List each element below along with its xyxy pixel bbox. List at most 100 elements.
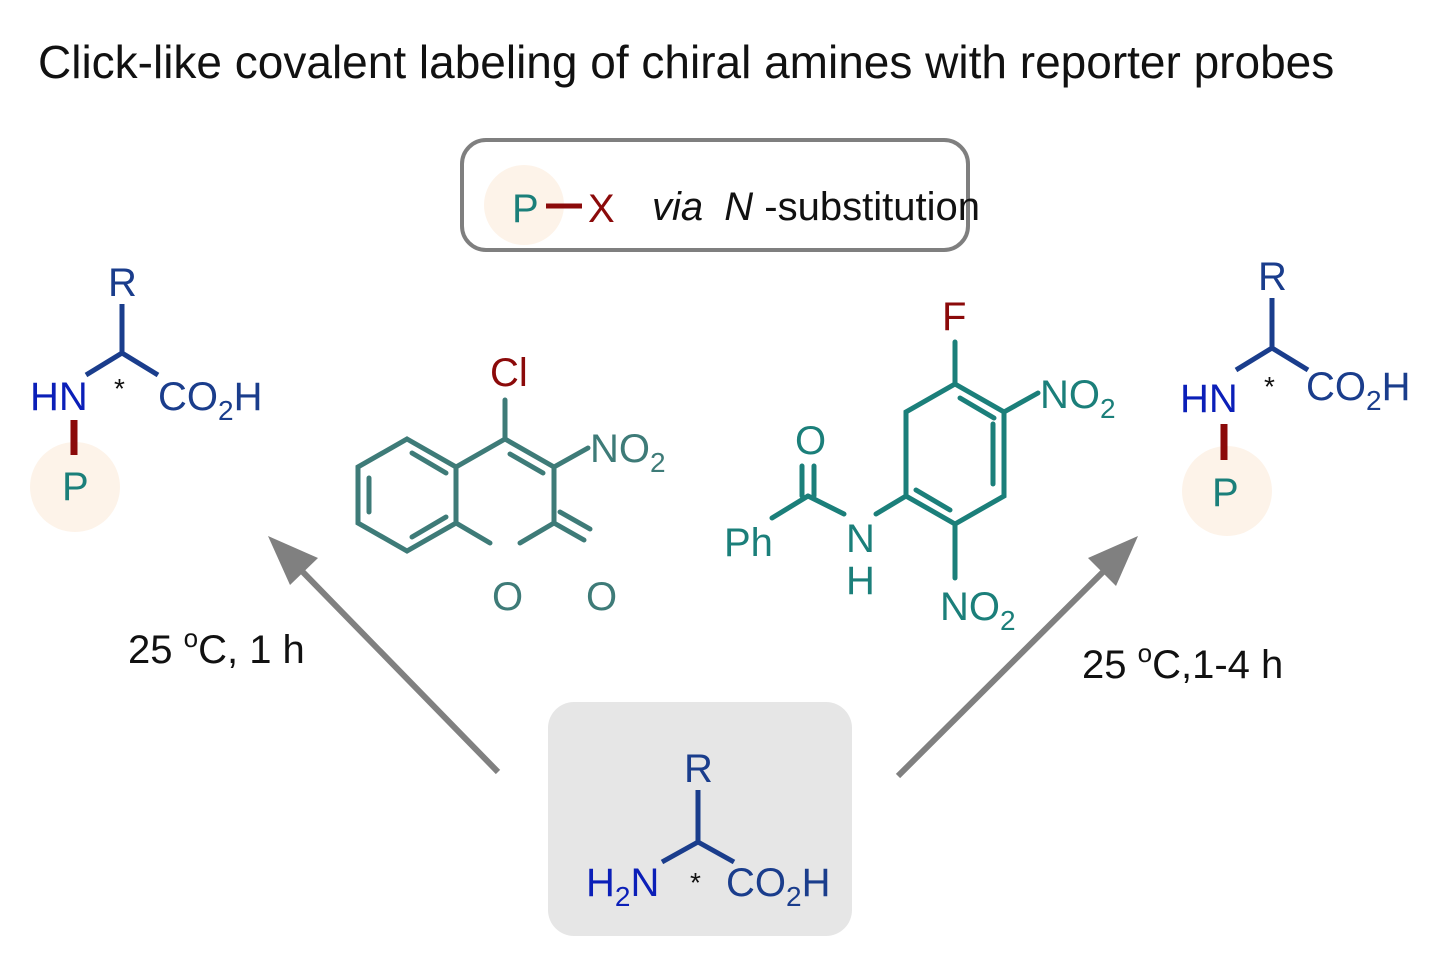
left-arrow-shaft [293, 562, 501, 775]
coumarin-bond-c2-o1 [517, 520, 557, 546]
coumarin-no: NO [590, 427, 650, 471]
start-acid-label: CO2H [726, 861, 830, 912]
left-acid-sub: 2 [218, 395, 234, 426]
left-conditions: 25 oC, 1 h [128, 623, 305, 672]
coumarin-double-bond-2 [409, 450, 449, 476]
fdnb-double-bond-1 [957, 395, 997, 421]
left-probe-highlight [30, 442, 120, 532]
right-bond-nh [1234, 345, 1274, 373]
coumarin-bond-c3-no2 [551, 445, 591, 470]
left-bond-nh [84, 350, 124, 378]
right-arrow-shaft [895, 562, 1113, 779]
fdnb-double-bond-3 [913, 487, 953, 513]
left-bond-co2h [120, 350, 160, 378]
start-acid-co: CO [726, 861, 786, 905]
coumarin-no2-label: NO2 [590, 427, 666, 478]
left-arrow-head [268, 536, 318, 585]
left-acid-label: CO2H [158, 375, 262, 426]
start-amine-h: H [586, 861, 615, 905]
leaving-group-label: X [588, 187, 615, 231]
right-acid-sub: 2 [1366, 385, 1382, 416]
right-conditions-degree: o [1138, 638, 1152, 668]
right-nh-label: HN [1180, 377, 1238, 421]
left-product: R HN * CO2H P [30, 261, 262, 532]
right-acid-co: CO [1306, 365, 1366, 409]
fdnb-h-label: H [846, 559, 875, 603]
coumarin-double-bond-3 [409, 514, 449, 540]
chloronitrocoumarin-structure [355, 397, 593, 554]
start-r-group: R [684, 747, 713, 791]
left-acid-h: H [234, 375, 263, 419]
fdnb-carbonyl-o-label: O [795, 419, 826, 463]
left-conditions-rest: C, 1 h [198, 628, 305, 672]
scheme-title: Click-like covalent labeling of chiral a… [38, 36, 1334, 88]
coumarin-bond-c4-c3 [502, 436, 557, 470]
right-probe-label: P [1212, 471, 1239, 515]
start-bond-nh2 [660, 839, 700, 865]
coumarin-carbonyl-bond-a [551, 520, 587, 543]
fdnb-bond-n-c [805, 493, 847, 517]
start-amine-n: N [630, 861, 659, 905]
probe-highlight-circle [484, 165, 564, 245]
coumarin-bond-c4a-c4 [453, 436, 508, 470]
start-acid-h: H [802, 861, 831, 905]
fdnb-f-label: F [942, 295, 966, 339]
coumarin-benzene-ring [355, 436, 459, 554]
probe-label: P [512, 187, 539, 231]
right-bond-co2h [1270, 345, 1310, 373]
right-stereo-star: * [1264, 371, 1275, 402]
right-conditions: 25 oC,1-4 h [1082, 638, 1283, 687]
coumarin-no-sub: 2 [650, 447, 666, 478]
left-conditions-degree: o [184, 623, 198, 653]
fdnb-bond-ring-n [873, 493, 909, 517]
coumarin-carbonyl-bond-b [557, 509, 593, 532]
coumarin-labels: Cl NO2 O O [490, 351, 666, 619]
reaction-arrows [268, 536, 1138, 779]
reagent-box-frame [460, 138, 970, 252]
fdnb-no2-top-label: NO2 [1040, 373, 1116, 424]
left-stereo-star: * [114, 373, 125, 404]
fdnb-no-bottom: NO [940, 585, 1000, 629]
fdnb-benzene-ring [903, 381, 1007, 527]
fdnb-bond-no2-top [1001, 390, 1041, 415]
right-conditions-temp: 25 [1082, 643, 1138, 687]
coumarin-bond-c8a-o1 [453, 520, 493, 546]
right-product: R HN * CO2H P [1180, 255, 1410, 536]
fdnb-n-label: N [846, 517, 875, 561]
left-acid-co: CO [158, 375, 218, 419]
left-conditions-temp: 25 [128, 628, 184, 672]
right-acid-h: H [1382, 365, 1411, 409]
substitution-word: -substitution [764, 185, 980, 229]
n-letter: N [724, 185, 753, 229]
left-probe-label: P [62, 465, 89, 509]
starting-amino-acid: R H2N * CO2H [548, 702, 852, 936]
left-nh-label: HN [30, 375, 88, 419]
left-r-group: R [108, 261, 137, 305]
start-amine-label: H2N [586, 861, 659, 912]
start-bond-co2h [696, 839, 736, 865]
right-arrow-head [1088, 536, 1138, 586]
right-conditions-rest: C,1-4 h [1152, 643, 1283, 687]
fdnb-no-top-sub: 2 [1100, 393, 1116, 424]
right-acid-label: CO2H [1306, 365, 1410, 416]
reagent-box-text: via N -substitution [652, 185, 980, 229]
coumarin-carbonyl-o-label: O [586, 575, 617, 619]
fdnb-bond-c-ph [769, 493, 811, 521]
coumarin-ring-o-label: O [492, 575, 523, 619]
fdnb-no-top: NO [1040, 373, 1100, 417]
fdnb-phenyl-label: Ph [724, 521, 773, 565]
fdnb-no2-bottom-label: NO2 [940, 585, 1016, 636]
coumarin-cl-label: Cl [490, 351, 528, 395]
reagent-box: P X via N -substitution [460, 138, 980, 252]
fdnb-labels: F NO2 NO2 O Ph N H [724, 295, 1116, 636]
via-word: via [652, 185, 703, 229]
fdnb-no-bottom-sub: 2 [1000, 605, 1016, 636]
right-r-group: R [1258, 255, 1287, 299]
right-probe-highlight [1182, 446, 1272, 536]
coumarin-double-bond-c3c4 [507, 451, 546, 476]
start-acid-sub: 2 [786, 881, 802, 912]
start-stereo-star: * [690, 867, 701, 898]
fluorodinitrophenyl-benzamide-structure [769, 339, 1041, 581]
start-amine-sub: 2 [615, 881, 631, 912]
